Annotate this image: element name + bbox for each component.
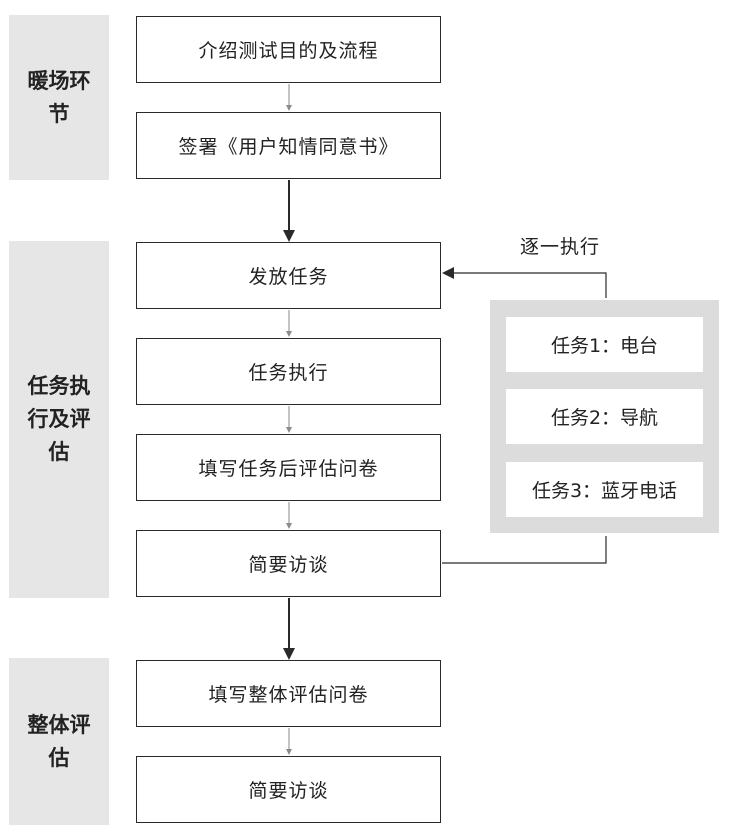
step-execute-task: 任务执行 xyxy=(136,338,441,405)
task-item-radio-label: 任务1：电台 xyxy=(550,335,659,357)
step-overall-questionnaire-label: 填写整体评估问卷 xyxy=(208,684,369,706)
step-post-task-questionnaire-label: 填写任务后评估问卷 xyxy=(198,458,379,480)
phase-task-execution: 任务执行及评估 xyxy=(9,241,109,598)
task-item-navigation: 任务2：导航 xyxy=(506,389,703,444)
phase-overall-evaluation-label: 整体评估 xyxy=(27,712,91,770)
task-item-navigation-label: 任务2：导航 xyxy=(550,407,659,429)
task-item-bluetooth-call-label: 任务3：蓝牙电话 xyxy=(531,480,678,502)
phase-warmup-label: 暖场环节 xyxy=(27,68,91,126)
task-item-radio: 任务1：电台 xyxy=(506,317,703,372)
step-intro: 介绍测试目的及流程 xyxy=(136,16,441,83)
task-item-bluetooth-call: 任务3：蓝牙电话 xyxy=(506,462,703,517)
task-list-panel: 任务1：电台 任务2：导航 任务3：蓝牙电话 xyxy=(490,300,719,533)
step-intro-label: 介绍测试目的及流程 xyxy=(198,40,379,62)
loop-to-assign-arrow xyxy=(442,267,607,298)
phase-task-execution-label: 任务执行及评估 xyxy=(27,374,91,464)
step-assign-tasks-label: 发放任务 xyxy=(248,266,329,288)
step-overall-questionnaire: 填写整体评估问卷 xyxy=(136,660,441,727)
phase-overall-evaluation: 整体评估 xyxy=(9,658,109,825)
step-consent: 签署《用户知情同意书》 xyxy=(136,112,441,179)
step-brief-interview-1: 简要访谈 xyxy=(136,530,441,597)
step-assign-tasks: 发放任务 xyxy=(136,242,441,309)
step-brief-interview-1-label: 简要访谈 xyxy=(248,554,329,576)
step-post-task-questionnaire: 填写任务后评估问卷 xyxy=(136,434,441,501)
loop-back-connector xyxy=(442,536,607,564)
phase-warmup: 暖场环节 xyxy=(9,15,109,180)
step-brief-interview-2-label: 简要访谈 xyxy=(248,780,329,802)
loop-label: 逐一执行 xyxy=(519,236,600,258)
step-brief-interview-2: 简要访谈 xyxy=(136,756,441,823)
step-execute-task-label: 任务执行 xyxy=(248,362,329,384)
step-consent-label: 签署《用户知情同意书》 xyxy=(178,136,399,158)
